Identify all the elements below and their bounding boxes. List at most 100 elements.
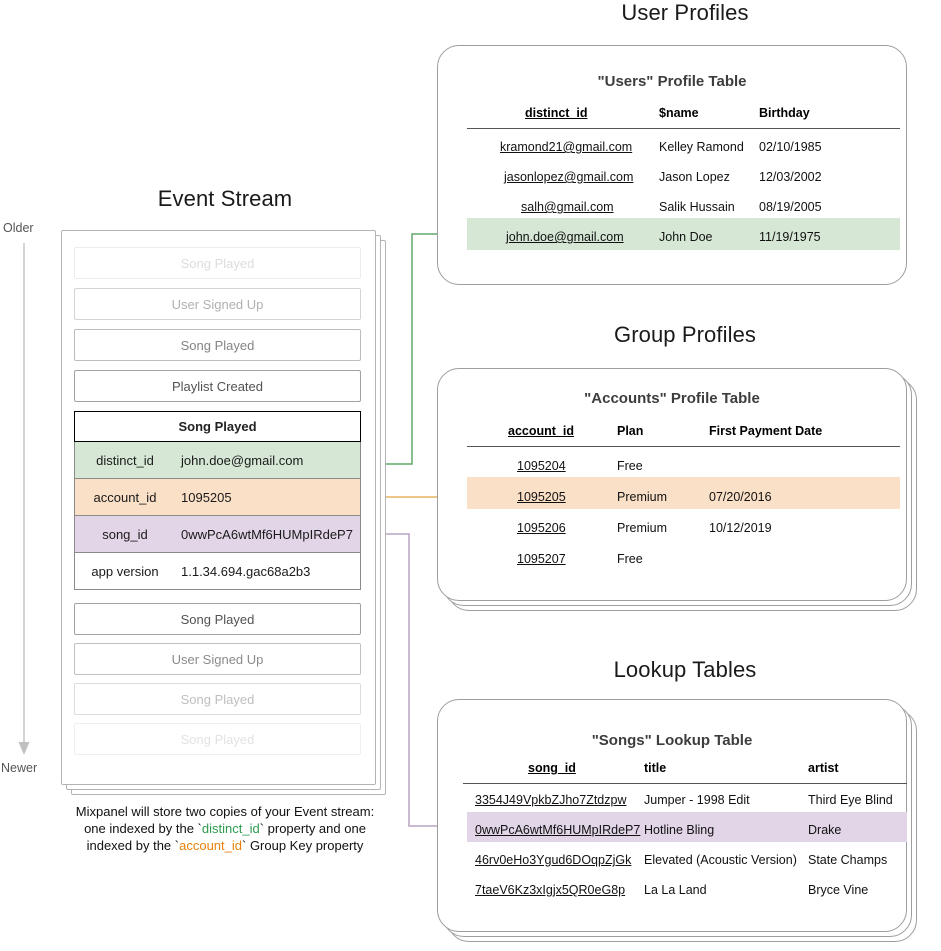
event-label: Playlist Created bbox=[171, 378, 264, 394]
cell-account-id: 1095204 bbox=[517, 459, 566, 473]
table-row[interactable]: 1095204 Free bbox=[437, 454, 907, 485]
table-row-highlighted[interactable]: 1095205 Premium 07/20/2016 bbox=[437, 485, 907, 516]
songs-col-header-song-id: song_id bbox=[528, 761, 576, 775]
account-id-token: account_id bbox=[179, 838, 242, 853]
row-highlight bbox=[467, 218, 900, 250]
users-col-header-name: $name bbox=[659, 106, 699, 120]
cell-name: Salik Hussain bbox=[659, 200, 735, 214]
event-property-row: distinct_id john.doe@gmail.com bbox=[74, 442, 361, 479]
cell-artist: Drake bbox=[808, 823, 842, 837]
event-property-key: song_id bbox=[102, 526, 148, 542]
event-property-key: app version bbox=[91, 563, 159, 579]
songs-col-header-artist: artist bbox=[808, 761, 839, 775]
users-table: distinct_id $name Birthday kramond21@gma… bbox=[437, 100, 907, 260]
cell-song-id: 7taeV6Kz3xIgjx5QR0eG8p bbox=[475, 883, 626, 897]
cell-plan: Free bbox=[617, 552, 643, 566]
timeline-newer-label: Newer bbox=[1, 761, 38, 775]
event-property-key: distinct_id bbox=[96, 452, 154, 468]
cell-song-id: 0wwPcA6wtMf6HUMpIRdeP7 bbox=[475, 823, 641, 837]
row-highlight bbox=[467, 477, 900, 509]
table-row[interactable]: 46rv0eHo3Ygud6DOqpZjGk Elevated (Acousti… bbox=[437, 849, 907, 879]
table-row[interactable]: kramond21@gmail.com Kelley Ramond 02/10/… bbox=[437, 136, 907, 166]
cell-birthday: 12/03/2002 bbox=[759, 170, 822, 184]
event-item[interactable]: User Signed Up bbox=[74, 643, 361, 675]
caption-line-3-pre: indexed by the ` bbox=[86, 838, 180, 853]
expanded-event[interactable]: Song Played distinct_id john.doe@gmail.c… bbox=[74, 411, 361, 590]
event-label: Song Played bbox=[180, 255, 255, 271]
event-item[interactable]: User Signed Up bbox=[74, 288, 361, 320]
accounts-col-header-first-payment-date: First Payment Date bbox=[709, 424, 823, 438]
cell-name: Jason Lopez bbox=[659, 170, 730, 184]
user-profiles-title: User Profiles bbox=[621, 0, 749, 25]
timeline-older-label: Older bbox=[3, 221, 34, 235]
cell-first-payment-date: 07/20/2016 bbox=[709, 490, 772, 504]
event-label: User Signed Up bbox=[171, 651, 264, 667]
group-profiles-title: Group Profiles bbox=[613, 322, 756, 347]
event-item[interactable]: Song Played bbox=[74, 723, 361, 755]
cell-account-id: 1095205 bbox=[517, 490, 566, 504]
caption-line-2-pre: one indexed by the ` bbox=[84, 821, 202, 836]
expanded-event-title: Song Played bbox=[74, 411, 361, 442]
caption-line-1: Mixpanel will store two copies of your E… bbox=[75, 804, 375, 819]
table-row[interactable]: 1095207 Free bbox=[437, 547, 907, 578]
event-label: Song Played bbox=[180, 731, 255, 747]
event-label: Song Played bbox=[180, 691, 255, 707]
cell-title: La La Land bbox=[644, 883, 707, 897]
event-label: Song Played bbox=[180, 611, 255, 627]
cell-distinct-id: kramond21@gmail.com bbox=[500, 140, 633, 154]
cell-account-id: 1095206 bbox=[517, 521, 566, 535]
cell-artist: Third Eye Blind bbox=[808, 793, 893, 807]
cell-distinct-id: jasonlopez@gmail.com bbox=[504, 170, 634, 184]
event-property-key: account_id bbox=[93, 489, 157, 505]
accounts-col-header-account-id: account_id bbox=[508, 424, 574, 438]
lookup-tables-title: Lookup Tables bbox=[613, 657, 757, 682]
users-col-header-distinct-id: distinct_id bbox=[525, 106, 588, 120]
event-label: User Signed Up bbox=[171, 296, 264, 312]
table-row[interactable]: 3354J49VpkbZJho7Ztdzpw Jumper - 1998 Edi… bbox=[437, 789, 907, 819]
cell-distinct-id: salh@gmail.com bbox=[521, 200, 614, 214]
table-row[interactable]: salh@gmail.com Salik Hussain 08/19/2005 bbox=[437, 196, 907, 226]
songs-table-title: "Songs" Lookup Table bbox=[591, 732, 753, 749]
event-property-row: account_id 1095205 bbox=[74, 479, 361, 516]
accounts-table: account_id Plan First Payment Date 10952… bbox=[437, 418, 907, 588]
event-item[interactable]: Song Played bbox=[74, 683, 361, 715]
cell-name: John Doe bbox=[659, 230, 713, 244]
songs-table: song_id title artist 3354J49VpkbZJho7Ztd… bbox=[437, 755, 907, 915]
accounts-table-title: "Accounts" Profile Table bbox=[584, 390, 760, 407]
cell-artist: State Champs bbox=[808, 853, 888, 867]
event-property-value: john.doe@gmail.com bbox=[181, 452, 304, 468]
cell-first-payment-date: 10/12/2019 bbox=[709, 521, 772, 535]
event-item[interactable]: Song Played bbox=[74, 329, 361, 361]
caption: Mixpanel will store two copies of your E… bbox=[30, 803, 420, 854]
caption-line-3-post: ` Group Key property bbox=[242, 838, 364, 853]
event-stream-title: Event Stream bbox=[157, 186, 293, 211]
users-table-title: "Users" Profile Table bbox=[597, 73, 747, 90]
cell-title: Hotline Bling bbox=[644, 823, 715, 837]
event-item[interactable]: Song Played bbox=[74, 247, 361, 279]
table-row[interactable]: jasonlopez@gmail.com Jason Lopez 12/03/2… bbox=[437, 166, 907, 196]
cell-song-id: 46rv0eHo3Ygud6DOqpZjGk bbox=[475, 853, 632, 867]
cell-birthday: 11/19/1975 bbox=[759, 230, 821, 244]
table-row-highlighted[interactable]: john.doe@gmail.com John Doe 11/19/1975 bbox=[437, 226, 907, 256]
cell-birthday: 08/19/2005 bbox=[759, 200, 822, 214]
event-item[interactable]: Playlist Created bbox=[74, 370, 361, 402]
cell-distinct-id: john.doe@gmail.com bbox=[506, 230, 624, 244]
users-col-header-birthday: Birthday bbox=[759, 106, 810, 120]
event-item[interactable]: Song Played bbox=[74, 603, 361, 635]
event-property-value: 0wwPcA6wtMf6HUMpIRdeP7 bbox=[181, 526, 353, 542]
distinct-id-token: distinct_id bbox=[201, 821, 260, 836]
table-row[interactable]: 7taeV6Kz3xIgjx5QR0eG8p La La Land Bryce … bbox=[437, 879, 907, 909]
songs-header-rule bbox=[463, 783, 907, 785]
cell-title: Jumper - 1998 Edit bbox=[644, 793, 750, 807]
cell-name: Kelley Ramond bbox=[659, 140, 744, 154]
table-row-highlighted[interactable]: 0wwPcA6wtMf6HUMpIRdeP7 Hotline Bling Dra… bbox=[437, 819, 907, 849]
cell-title: Elevated (Acoustic Version) bbox=[644, 853, 797, 867]
table-row[interactable]: 1095206 Premium 10/12/2019 bbox=[437, 516, 907, 547]
event-property-row: app version 1.1.34.694.gac68a2b3 bbox=[74, 553, 361, 590]
cell-plan: Free bbox=[617, 459, 643, 473]
cell-artist: Bryce Vine bbox=[808, 883, 869, 897]
timeline-arrow-icon bbox=[18, 243, 30, 755]
event-property-value: 1.1.34.694.gac68a2b3 bbox=[181, 563, 311, 579]
row-highlight bbox=[467, 812, 907, 842]
